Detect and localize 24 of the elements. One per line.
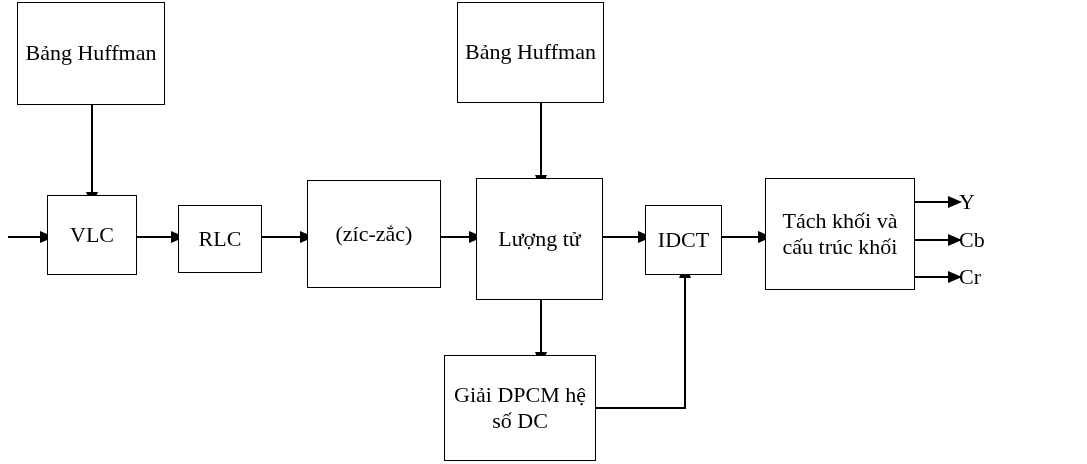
box-label: RLC: [198, 225, 242, 253]
box-label: Bảng Huffman: [25, 40, 157, 67]
box-label: (zíc-zắc): [335, 220, 413, 248]
output-label: Cb: [955, 227, 995, 253]
arrow: [914, 271, 962, 283]
arrow: [914, 234, 962, 246]
box-label: Tách khối và cấu trúc khối: [781, 207, 899, 261]
output-label: Y: [955, 189, 985, 215]
box-label: VLC: [70, 221, 114, 249]
box-label: IDCT: [657, 226, 710, 254]
process-box: [476, 178, 603, 300]
box-label: Bảng Huffman: [465, 39, 596, 66]
output-label: Cr: [955, 264, 995, 290]
box-label: Giải DPCM hệ số DC: [453, 381, 587, 435]
arrow: [914, 196, 962, 208]
box-label: Lượng tử: [498, 225, 581, 253]
process-box: [47, 195, 137, 275]
process-box: [645, 205, 722, 275]
process-box: [17, 2, 165, 105]
process-box: [765, 178, 915, 290]
process-box: [307, 180, 441, 288]
process-box: [457, 2, 604, 103]
process-box: [444, 355, 596, 461]
process-box: [178, 205, 262, 273]
